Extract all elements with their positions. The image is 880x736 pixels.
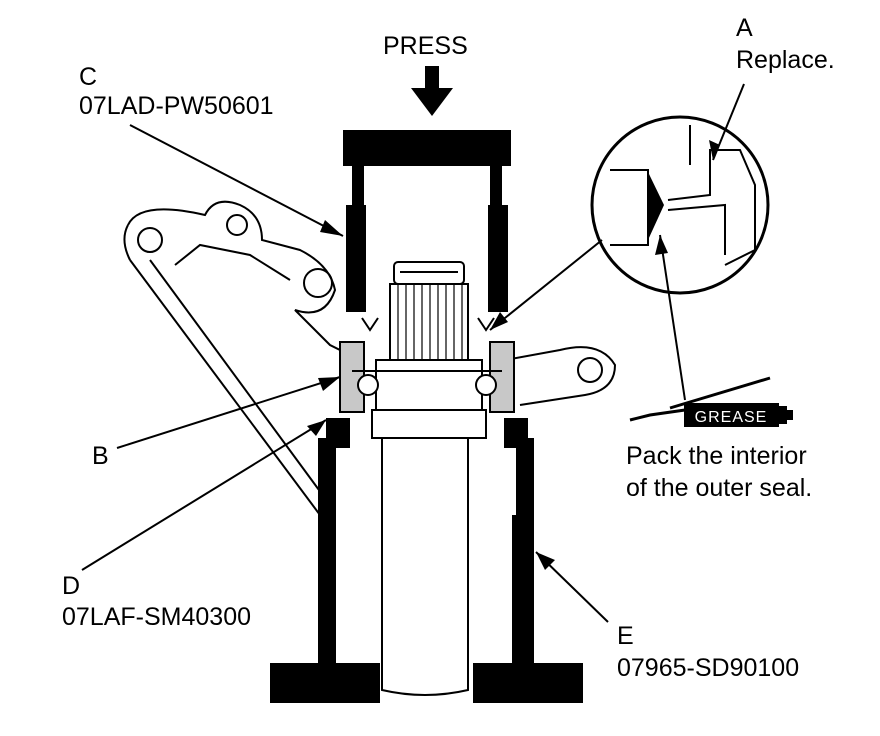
grease-tube-label: GREASE xyxy=(695,409,768,426)
seal-detail-circle xyxy=(590,115,770,295)
grease-note-line1: Pack the interior xyxy=(626,442,807,470)
callout-a-note: Replace. xyxy=(736,46,835,74)
tool-d-support xyxy=(326,418,528,448)
callout-c-letter: C xyxy=(79,63,98,91)
callout-b-letter: B xyxy=(92,442,109,470)
callout-c-part: 07LAD-PW50601 xyxy=(79,92,274,120)
callout-d-letter: D xyxy=(62,572,81,600)
outer-seal xyxy=(361,317,495,332)
callout-a-letter: A xyxy=(736,14,753,42)
press-head xyxy=(343,130,511,166)
tool-c-attachment xyxy=(346,166,508,312)
base-plate-right xyxy=(473,663,583,703)
leader-arrowheads xyxy=(307,140,720,570)
callout-e-letter: E xyxy=(617,622,634,650)
callout-e-part: 07965-SD90100 xyxy=(617,654,800,682)
press-arrow xyxy=(411,66,453,116)
grease-note-line2: of the outer seal. xyxy=(626,474,813,502)
grease-tube xyxy=(629,376,793,427)
base-plate-left xyxy=(270,663,380,703)
tool-e-cylinder xyxy=(318,438,534,663)
callout-d-part: 07LAF-SM40300 xyxy=(62,603,252,631)
hub-spindle xyxy=(371,261,487,696)
wheel-bearing xyxy=(339,341,515,413)
press-label: PRESS xyxy=(383,32,468,60)
leader-lines xyxy=(81,83,745,623)
knuckle xyxy=(123,200,617,516)
